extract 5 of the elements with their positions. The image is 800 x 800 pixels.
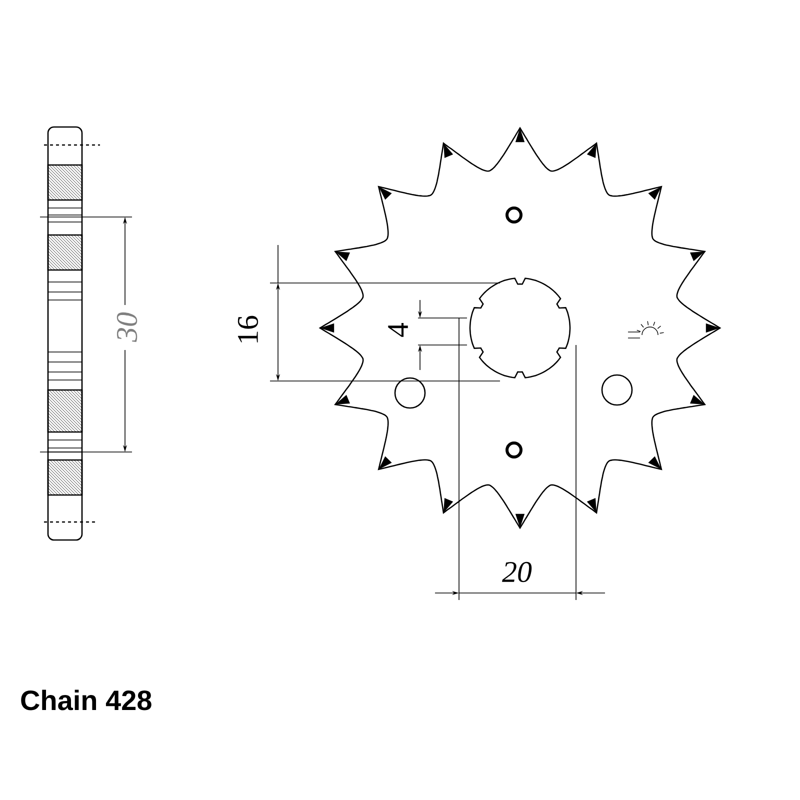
dimension-label: 30 — [116, 312, 138, 342]
dimension-label: 16 — [238, 316, 258, 342]
chain-size-label: Chain 428 — [21, 690, 152, 710]
dimension-label: 20 — [502, 562, 532, 582]
dimension-label: 4 — [388, 322, 408, 337]
